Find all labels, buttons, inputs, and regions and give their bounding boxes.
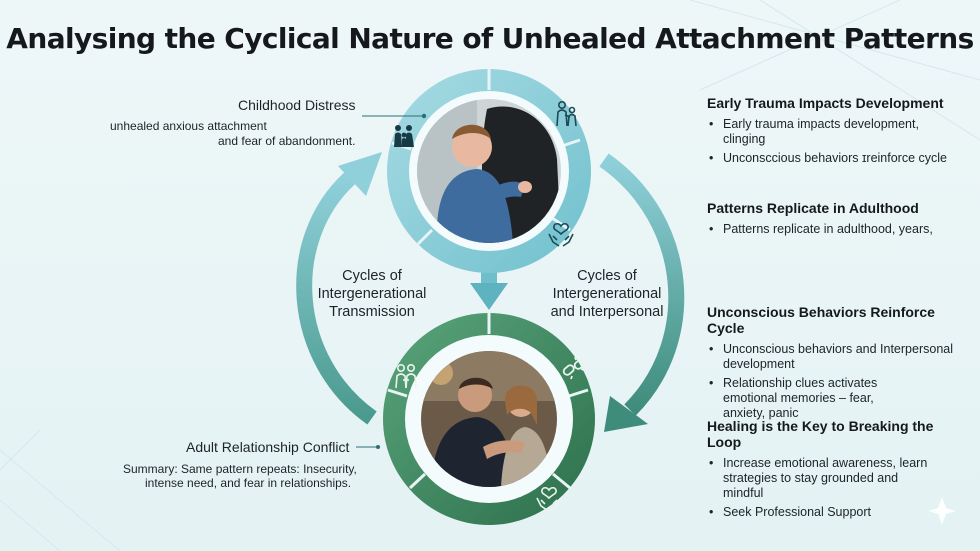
- left-arrow-label: Cycles of Intergenerational Transmission: [308, 267, 436, 321]
- section-title: Healing is the Key to Breaking the Loop: [707, 418, 934, 450]
- bullet-item: Relationship clues activates emotional m…: [707, 376, 903, 421]
- section-title: Patterns Replicate in Adulthood: [707, 200, 919, 216]
- page-title: Analysing the Cyclical Nature of Unheale…: [6, 22, 974, 55]
- family-icon: [394, 125, 414, 147]
- heart-hands-icon: [536, 486, 562, 511]
- section-title: Unconscious Behaviors Reinforce Cycle: [707, 304, 935, 336]
- left-arrow-label-line: Transmission: [329, 304, 415, 320]
- left-cycle-arrow: [296, 152, 382, 425]
- adult-caption-line1: Summary: Same pattern repeats: Insecurit…: [123, 462, 357, 476]
- left-arrow-label-line: Cycles of: [342, 268, 402, 284]
- couple-icon: [395, 363, 417, 389]
- section-unconscious-behaviors: Unconscious Behaviors Reinforce Cycle Un…: [707, 304, 972, 425]
- childhood-distress-label: Childhood Distress: [238, 97, 356, 113]
- section-healing: Healing is the Key to Breaking the Loop …: [707, 418, 967, 524]
- section-early-trauma: Early Trauma Impacts Development Early t…: [707, 95, 957, 170]
- heart-hands-icon: [548, 222, 574, 247]
- section-patterns-replicate: Patterns Replicate in Adulthood Patterns…: [707, 200, 957, 241]
- right-arrow-label-line: Cycles of: [577, 268, 637, 284]
- right-cycle-arrow: [599, 153, 685, 432]
- bullet-item: Early trauma impacts development, clingi…: [707, 117, 933, 147]
- left-arrow-label-line: Intergenerational: [317, 286, 427, 302]
- right-arrow-label-line: and Interpersonal: [550, 304, 664, 320]
- section-title: Early Trauma Impacts Development: [707, 95, 944, 111]
- childhood-caption-line1: unhealed anxious attachment: [110, 119, 267, 133]
- adult-conflict-photo: [421, 351, 557, 487]
- broken-chain-icon: [562, 356, 586, 380]
- childhood-caption-line2: and fear of abandonment.: [218, 134, 356, 148]
- adult-conflict-label: Adult Relationship Conflict: [186, 439, 350, 455]
- right-arrow-label: Cycles of Intergenerational and Interper…: [543, 267, 671, 321]
- right-arrow-label-line: Intergenerational: [552, 286, 662, 302]
- bullet-item: Seek Professional Support: [707, 505, 967, 520]
- parent-child-icon: [556, 100, 577, 127]
- adult-caption-line2: intense need, and fear in relationships.: [145, 476, 352, 490]
- bullet-item: Unconsccious behaviors ɪreinforce cycle: [707, 151, 957, 166]
- bullet-item: Patterns replicate in adulthood, years,: [707, 222, 957, 237]
- bullet-item: Increase emotional awareness, learn stra…: [707, 456, 928, 501]
- childhood-distress-photo: [417, 99, 561, 243]
- bullet-item: Unconscious behaviors and Interpersonal …: [707, 342, 968, 372]
